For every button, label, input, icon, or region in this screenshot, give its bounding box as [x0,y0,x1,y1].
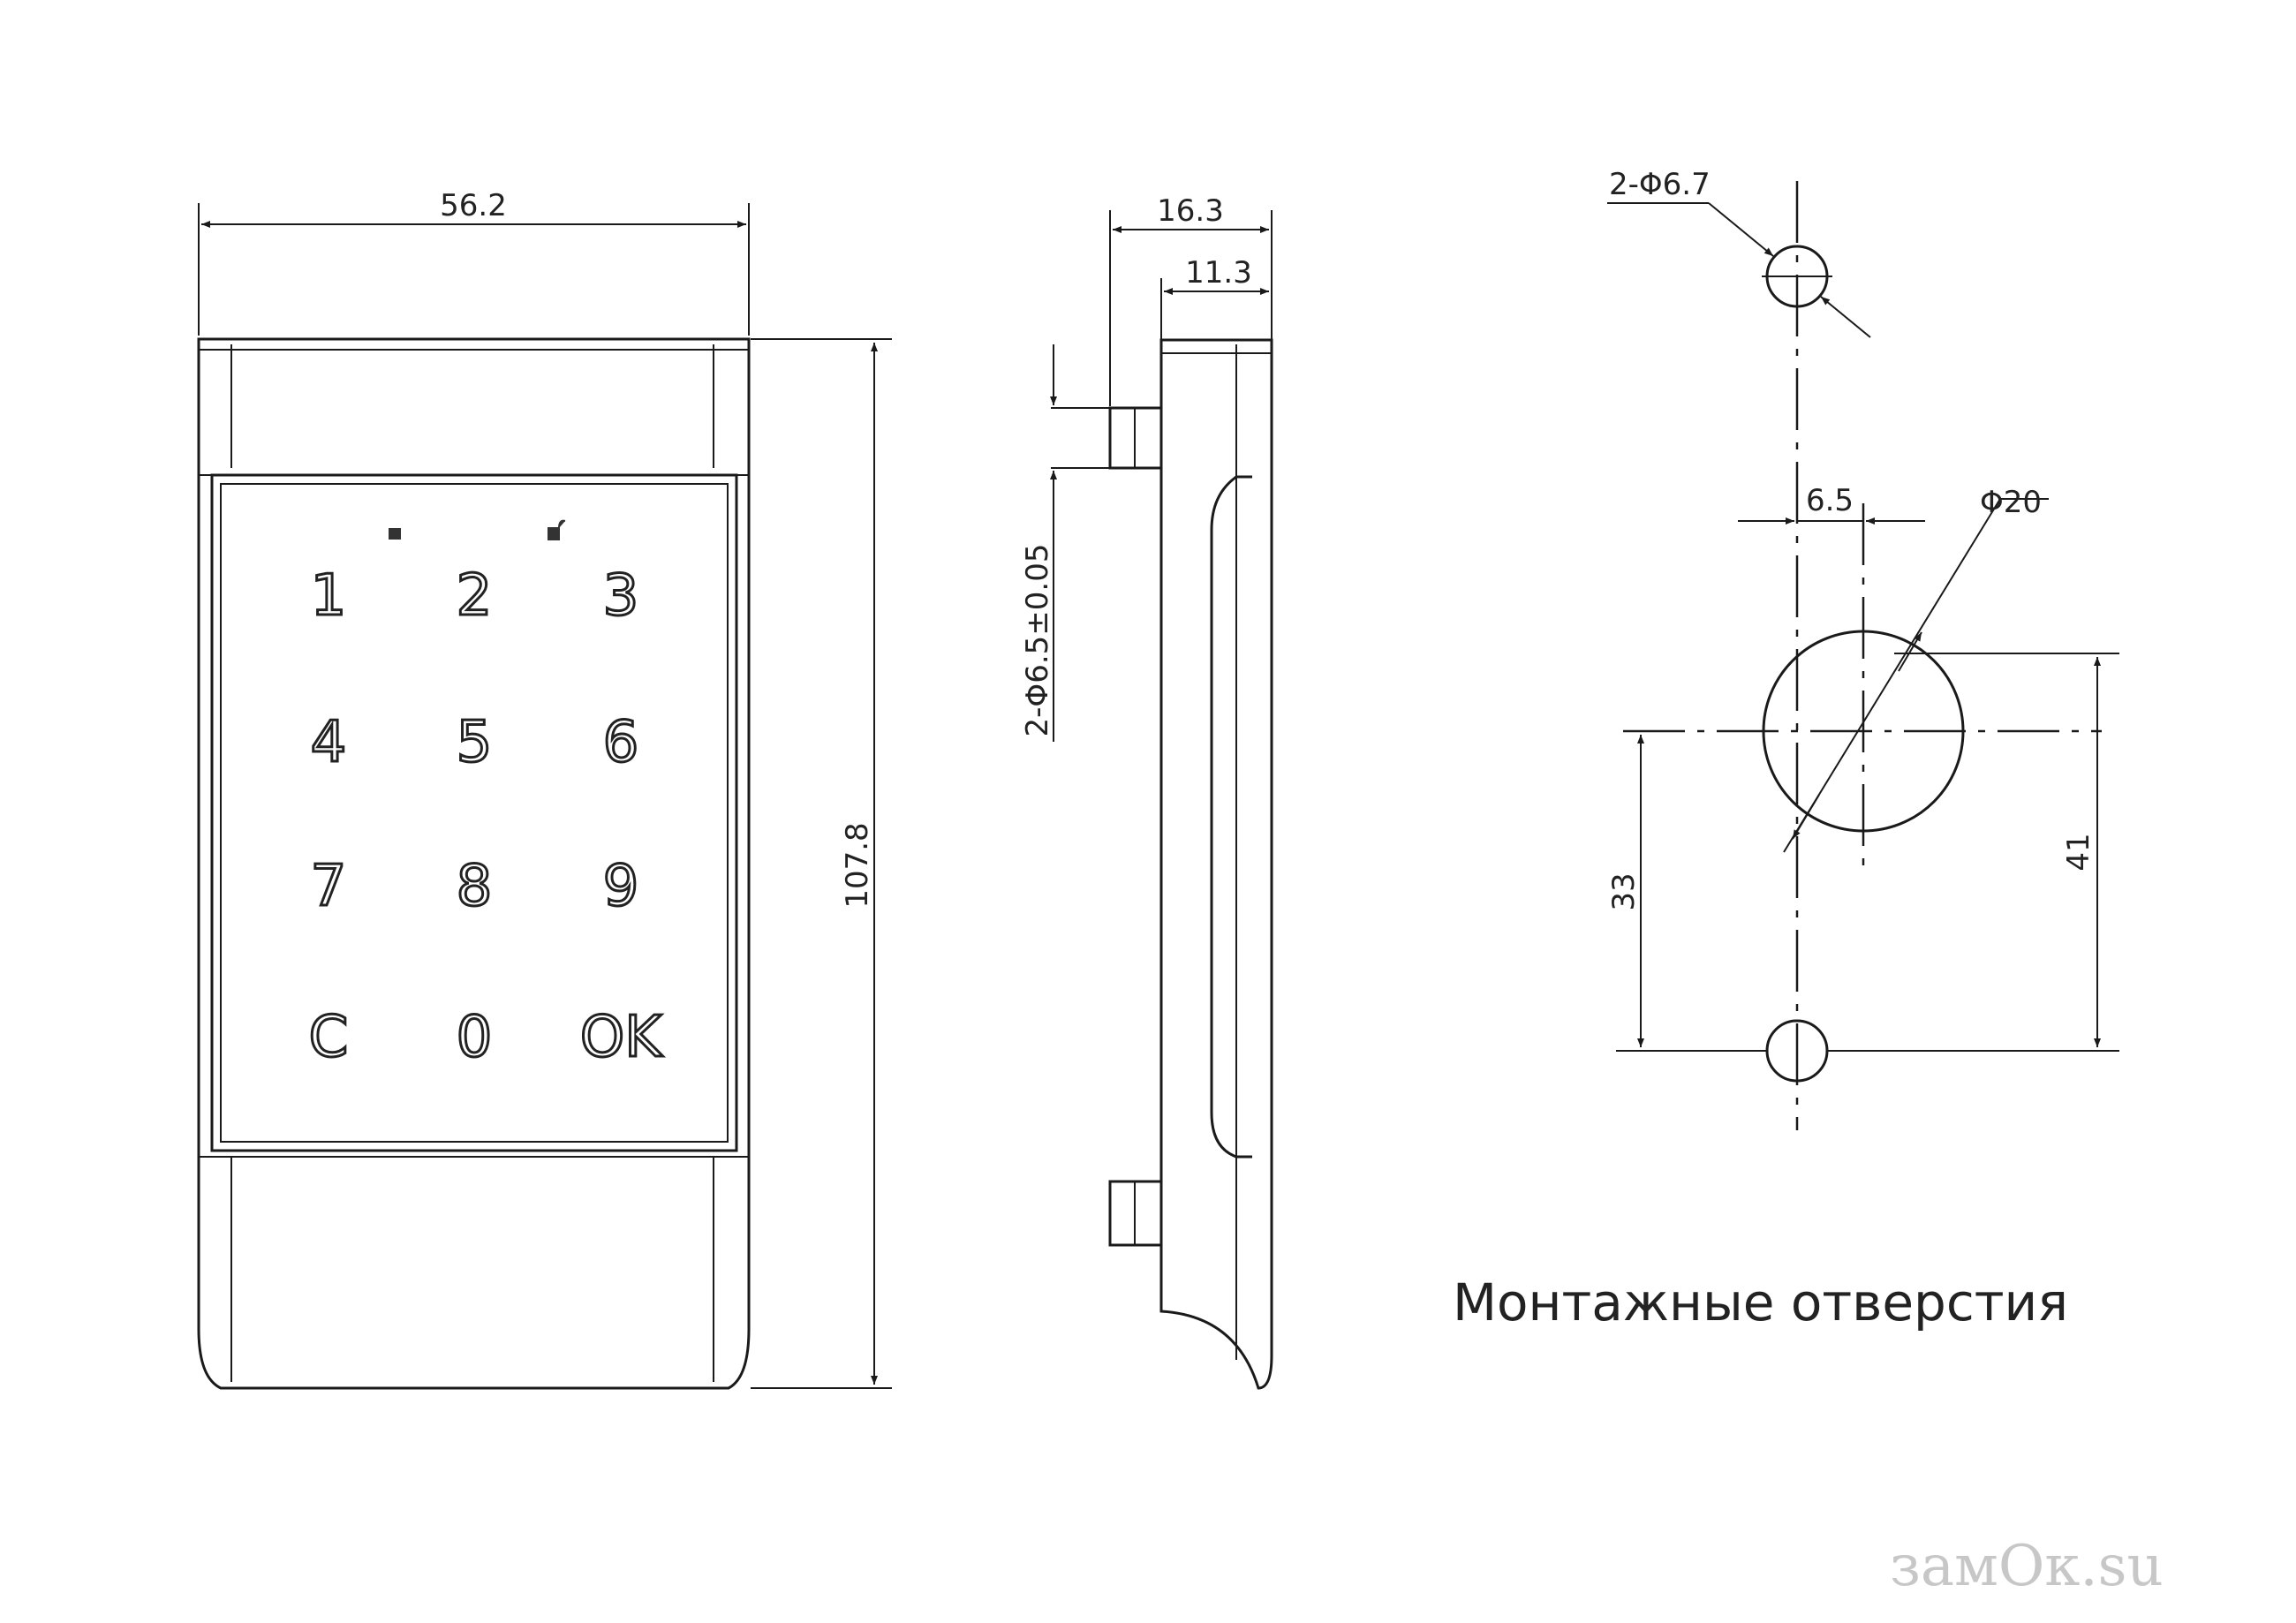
key-6[interactable]: 6 [601,709,640,777]
lock-icon [389,528,401,540]
key-8[interactable]: 8 [455,853,494,921]
lock-body-outline [197,337,751,1390]
key-5[interactable]: 5 [455,709,494,777]
diameter-arrow [1792,794,1820,840]
height-dimension: 107.8 [840,822,875,908]
side-view: 16.3 11.3 2-Φ6.5±0.05 [1020,193,1273,1390]
side-handle-recess [1210,475,1252,1159]
distance-41: 41 [2061,833,2096,871]
width-dimension: 56.2 [440,188,507,223]
diameter-line [1783,498,2001,853]
keypad-panel-inner [220,483,729,1143]
leader-line [1820,296,1871,338]
distance-33: 33 [1606,872,1642,910]
mounting-holes-view: 2-Φ6.7 Φ20 6.5 41 33 [1606,167,2119,1130]
key-clear[interactable]: C [307,1004,350,1072]
keypad-keys: 1 2 3 4 5 6 7 8 9 C 0 OK [307,562,665,1072]
small-hole-bottom [1765,1019,1829,1083]
pin-dimension: 2-Φ6.5±0.05 [1020,544,1055,737]
offset-dimension: 6.5 [1806,483,1854,518]
caption: Монтажные отверстия [1453,1272,2068,1332]
leader-line [1708,202,1774,257]
front-view: 56.2 107.8 1 2 3 4 5 6 7 8 [197,188,892,1390]
large-hole-dimension: Φ20 [1980,485,2042,520]
diameter-arrow [1898,631,1922,672]
key-9[interactable]: 9 [601,853,640,921]
key-7[interactable]: 7 [309,853,348,921]
key-1[interactable]: 1 [309,562,348,630]
key-2[interactable]: 2 [455,562,494,630]
watermark: замОк.su [1890,1534,2164,1599]
unlock-icon [548,519,566,540]
key-ok[interactable]: OK [578,1004,664,1072]
depth-dimension: 16.3 [1157,193,1224,229]
side-profile-outline [1159,338,1273,1390]
key-3[interactable]: 3 [601,562,640,630]
key-0[interactable]: 0 [455,1004,494,1072]
key-4[interactable]: 4 [309,709,348,777]
small-hole-dimension: 2-Φ6.7 [1609,167,1711,202]
inner-dimension: 11.3 [1185,255,1252,291]
